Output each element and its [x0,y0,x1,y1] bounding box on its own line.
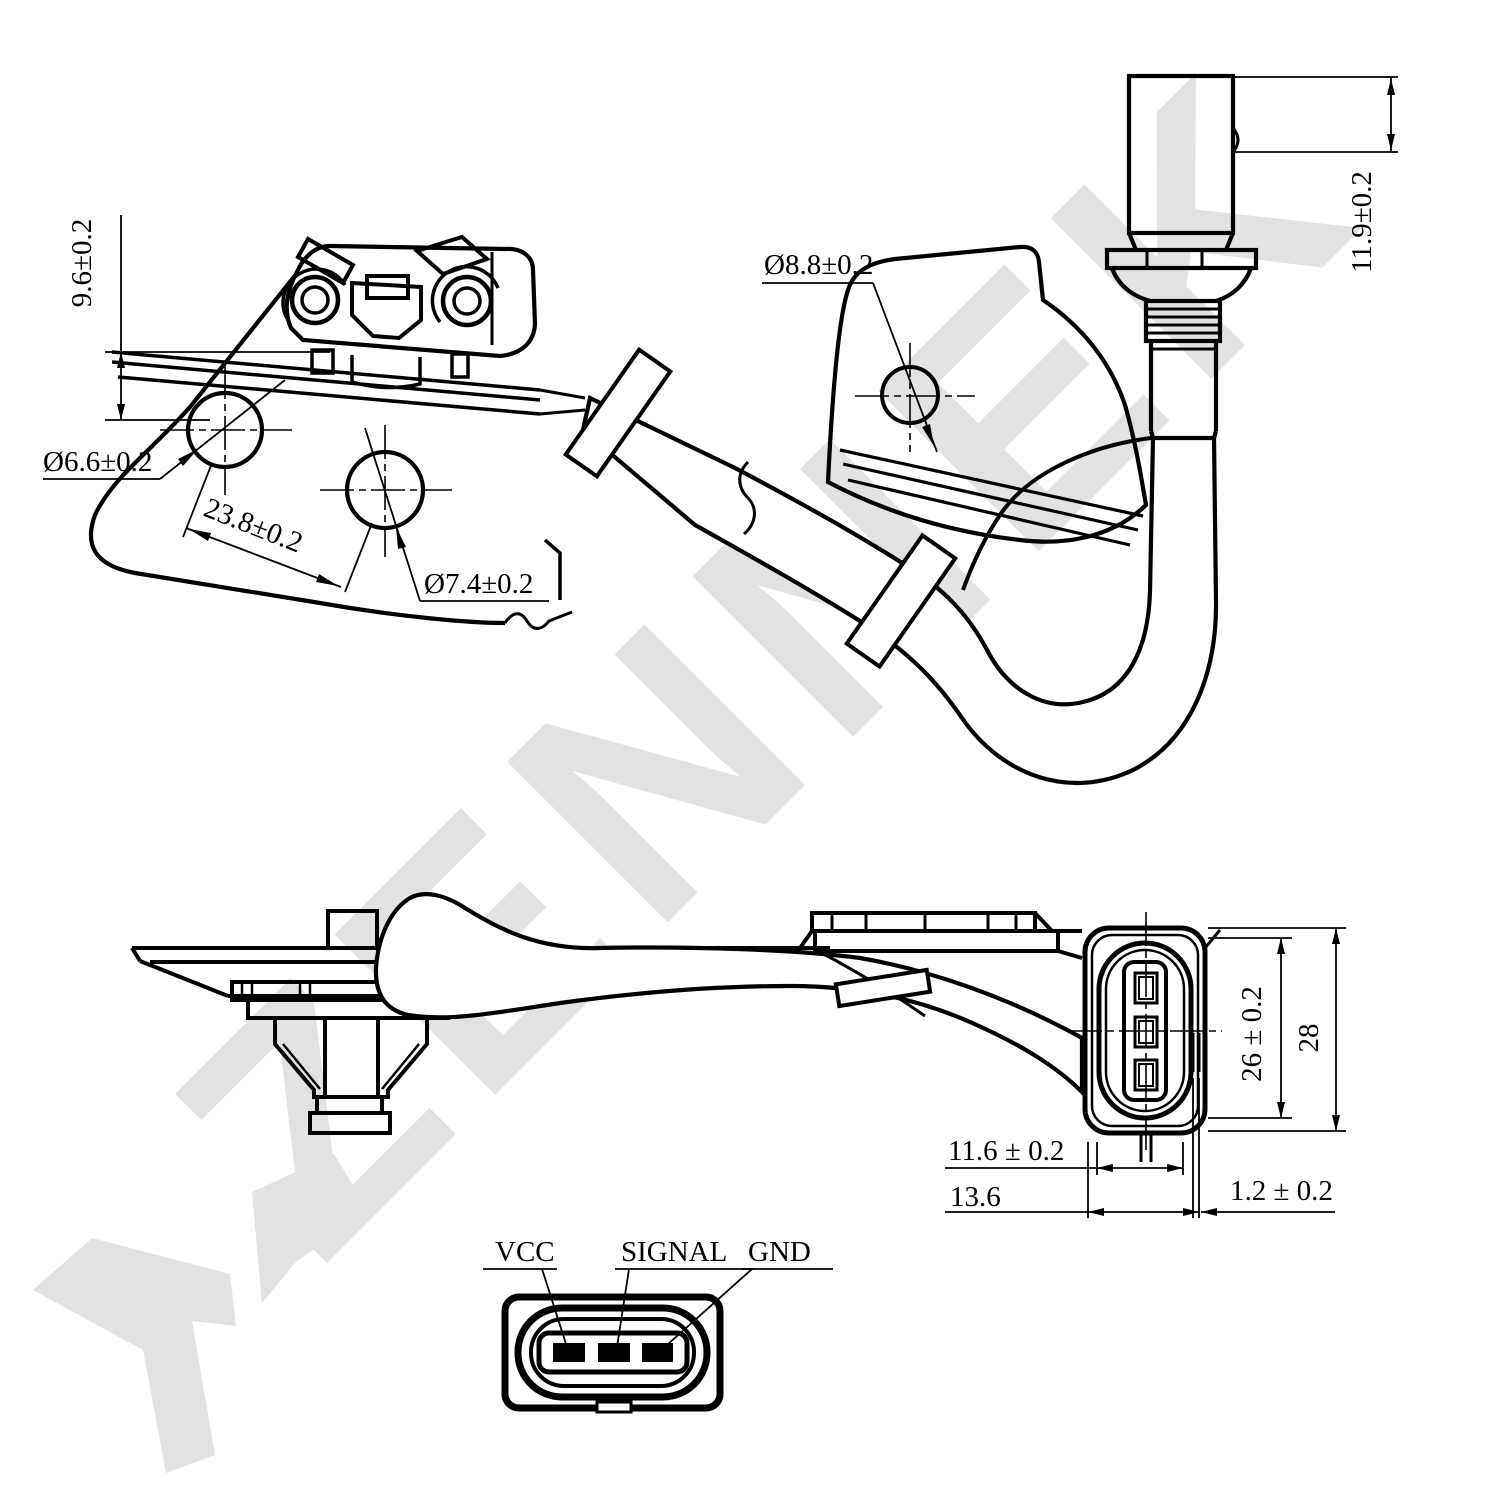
top-view-dimensions [43,76,1398,602]
end-view-centerlines [1068,912,1222,1150]
pin-label-signal: SIGNAL [621,1236,727,1268]
pinout-key-tab [595,1400,633,1414]
bracket-wing-outline [825,244,1149,544]
pinout-shroud-inner [529,1317,696,1388]
pin-label-vcc: VCC [495,1236,555,1268]
eyelet-right-outer [440,274,494,328]
top-view: 9.6±0.2 Ø6.6±0.2 23.8±0.2 Ø7.4±0.2 Ø8.8±… [43,73,1398,785]
pin-gnd [642,1343,673,1362]
connector-stem [1104,73,1259,439]
cable-clip-a [562,346,674,480]
sensor-head-outline [284,243,538,359]
eyelet-right-boss [430,264,500,324]
dim-left-hole: Ø6.6±0.2 [43,446,152,478]
pin-vcc [553,1343,585,1362]
flange-band [111,348,586,416]
watermark-logo-chevron-2 [252,1154,368,1303]
dim-overall-height: 28 [1293,1024,1325,1053]
pinout-shroud-outer [514,1304,711,1401]
end-view-dimensions [945,927,1346,1218]
pin-signal [598,1343,630,1362]
cable-clip-b [843,532,959,670]
mounting-hole-left [160,365,292,495]
side-cable-clip [833,967,933,1009]
dim-outer-width: 13.6 [950,1181,1001,1213]
watermark-logo-chevron [33,1238,236,1473]
pin-label-gnd: GND [748,1236,811,1268]
bracket-edge-fragment [543,538,562,600]
dim-connector-top-height: 11.9±0.2 [1346,171,1378,273]
cable-elbow-edge [961,436,1152,591]
dim-hole-spacing: 23.8±0.2 [200,492,307,559]
pinout-view: VCC SIGNAL GND [483,1236,833,1414]
bracket-plate-break [503,610,573,630]
side-view [130,892,1085,1135]
eyelet-right-inner [452,286,482,316]
head-pocket [350,280,423,341]
dim-tab-thickness: 1.2 ± 0.2 [1230,1175,1333,1207]
side-plate-right [798,911,1083,960]
end-view: 26 ± 0.2 28 11.6 ± 0.2 13.6 1.2 ± 0.2 [945,912,1346,1218]
cable-break-line [738,460,756,536]
pinout-leaders [483,1268,833,1348]
wire-conduit [839,448,1144,547]
sensor-barrel [230,980,465,1135]
dim-right-hole: Ø8.8±0.2 [764,249,873,281]
dim-body-height: 26 ± 0.2 [1236,986,1268,1082]
pinout-pins [553,1343,673,1362]
watermark: ZENNEK [33,0,1431,1473]
eyelet-left-outer [289,274,341,326]
end-view-details [1139,929,1222,1162]
dim-middle-hole: Ø7.4±0.2 [424,568,533,600]
bracket-plate-outline [88,271,506,626]
eyelet-left-boss [281,267,347,321]
pinout-pocket [536,1330,690,1375]
dim-inner-width: 11.6 ± 0.2 [948,1135,1064,1167]
dim-bracket-height: 9.6±0.2 [66,219,98,307]
mounting-hole-middle [320,425,452,557]
eyelet-left-inner [300,285,330,315]
